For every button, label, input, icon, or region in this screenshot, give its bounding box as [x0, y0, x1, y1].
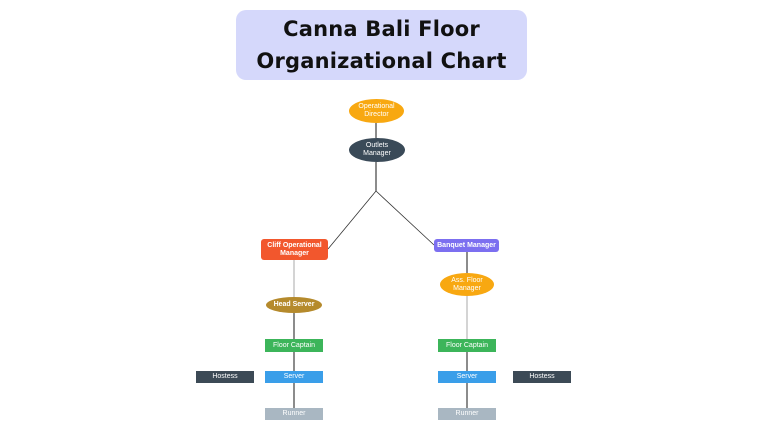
chart-title-line-1: Canna Bali Floor — [283, 17, 480, 41]
node-outlets-manager: Outlets Manager — [349, 138, 405, 162]
node-operational-director: Operational Director — [349, 99, 404, 123]
chart-title-box: Canna Bali Floor Organizational Chart — [236, 10, 527, 80]
node-floor-captain-right: Floor Captain — [438, 339, 496, 352]
link-trunk-cliff — [327, 190, 377, 250]
node-ass-floor-manager: Ass. Floor Manager — [440, 273, 494, 296]
chart-title-line-2: Organizational Chart — [256, 49, 507, 73]
node-runner-left: Runner — [265, 408, 323, 420]
node-head-server: Head Server — [266, 297, 322, 313]
node-cliff-operational-manager: Cliff Operational Manager — [261, 239, 328, 260]
node-floor-captain-left: Floor Captain — [265, 339, 323, 352]
link-trunk-banquet — [375, 190, 435, 246]
node-hostess-left: Hostess — [196, 371, 254, 383]
node-server-left: Server — [265, 371, 323, 383]
node-server-right: Server — [438, 371, 496, 383]
chart-title: Canna Bali Floor Organizational Chart — [256, 13, 506, 77]
node-hostess-right: Hostess — [513, 371, 571, 383]
node-banquet-manager: Banquet Manager — [434, 239, 499, 252]
node-runner-right: Runner — [438, 408, 496, 420]
